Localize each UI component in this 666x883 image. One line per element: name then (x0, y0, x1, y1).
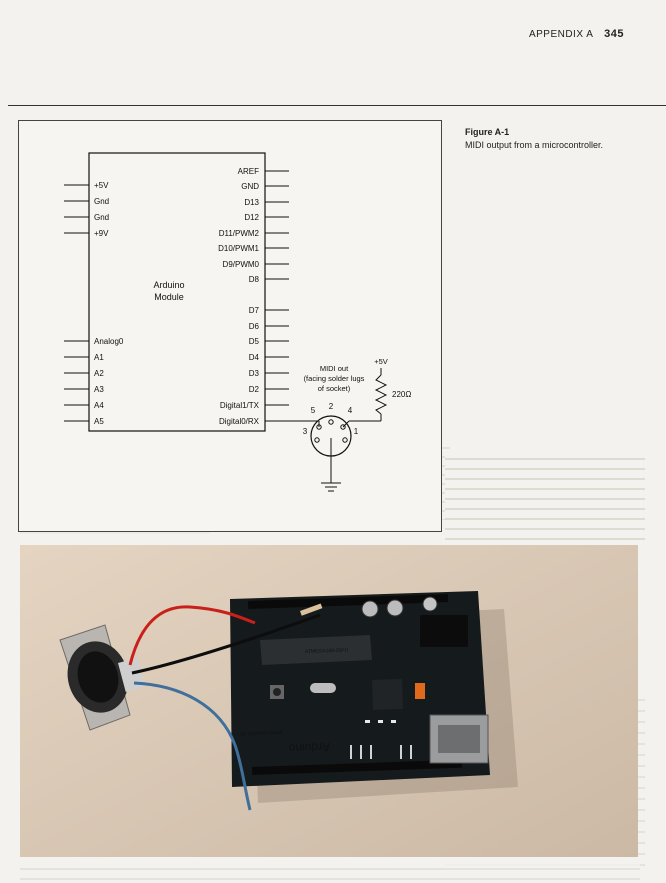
socket-pin-number: 3 (303, 427, 308, 436)
right-pin-label: D4 (249, 353, 260, 362)
board-brand: www.arduino.cc (240, 729, 283, 736)
left-pin-label: +5V (94, 181, 109, 190)
midi-out-sublabel: (facing solder lugs (304, 374, 365, 383)
right-pin-label: D12 (244, 213, 259, 222)
left-pin-label: A4 (94, 401, 104, 410)
right-pin-label: D10/PWM1 (218, 244, 259, 253)
left-pin-label: A1 (94, 353, 104, 362)
left-pin-label: A5 (94, 417, 104, 426)
left-pin-label: A3 (94, 385, 104, 394)
right-pin-group: AREF GND D13 D12 D11/PWM2 D10/PWM1 D9/PW… (218, 167, 319, 426)
right-pin-label: D5 (249, 337, 260, 346)
left-pin-group: +5V Gnd Gnd +9V Analog0 A1 A2 A3 A4 A5 (64, 181, 124, 426)
left-pin-label: Analog0 (94, 337, 124, 346)
resistor-photo (300, 603, 323, 616)
right-pin-label: D7 (249, 306, 260, 315)
red-wire (128, 605, 256, 666)
right-pin-label: D13 (244, 198, 259, 207)
midi-socket-photo (59, 624, 146, 731)
right-pin-label: Digital1/TX (220, 401, 260, 410)
left-pin-label: Gnd (94, 213, 109, 222)
left-pin-label: A2 (94, 369, 104, 378)
right-pin-label: AREF (238, 167, 259, 176)
figure-caption-text: MIDI output from a microcontroller. (465, 140, 604, 150)
figure-caption: Figure A-1 MIDI output from a microcontr… (465, 126, 635, 152)
left-pin-label: Gnd (94, 197, 109, 206)
figure-label: Figure A-1 (465, 127, 510, 137)
blue-wire (133, 681, 252, 811)
section-title: APPENDIX A (528, 29, 593, 40)
right-pin-label: Digital0/RX (219, 417, 260, 426)
right-pin-label: D8 (249, 275, 260, 284)
socket-pin-number: 2 (329, 402, 334, 411)
right-pin-label: D11/PWM2 (219, 229, 260, 238)
supply-label: +5V (374, 357, 388, 366)
circuit-diagram: Arduino Module +5V Gnd Gnd +9V Analog0 A… (64, 152, 411, 492)
board-logo: Arduino (288, 740, 330, 755)
module-name-line2: Module (154, 292, 184, 302)
board-photo: ATMEGA168-20PU Arduino (20, 545, 638, 857)
pin4-wire (342, 420, 350, 428)
right-pin-label: D9/PWM0 (223, 260, 260, 269)
board-photo-illustration: ATMEGA168-20PU Arduino (20, 545, 638, 857)
right-pin-label: D2 (249, 385, 260, 394)
resistor-label: 220Ω (392, 390, 411, 399)
schematic-figure: Arduino Module +5V Gnd Gnd +9V Analog0 A… (18, 120, 442, 532)
header-rule (8, 105, 666, 106)
resistor-symbol (374, 374, 388, 415)
running-header: APPENDIX A 345 (529, 28, 624, 40)
left-pin-label: +9V (94, 229, 109, 238)
midi-out-sublabel: of socket) (318, 384, 351, 393)
socket-pin-number: 4 (348, 406, 353, 415)
chip-marking: ATMEGA168-20PU (305, 647, 349, 655)
socket-pin-number: 1 (354, 427, 359, 436)
right-pin-label: D3 (249, 369, 260, 378)
socket-pin-number: 5 (311, 406, 316, 415)
right-pin-label: D6 (249, 322, 260, 331)
arduino-module-box (88, 152, 266, 432)
right-pin-label: GND (241, 182, 259, 191)
module-name-line1: Arduino (153, 280, 184, 290)
page-number: 345 (604, 28, 624, 40)
midi-out-label: MIDI out (320, 364, 349, 373)
black-wire (131, 613, 321, 675)
